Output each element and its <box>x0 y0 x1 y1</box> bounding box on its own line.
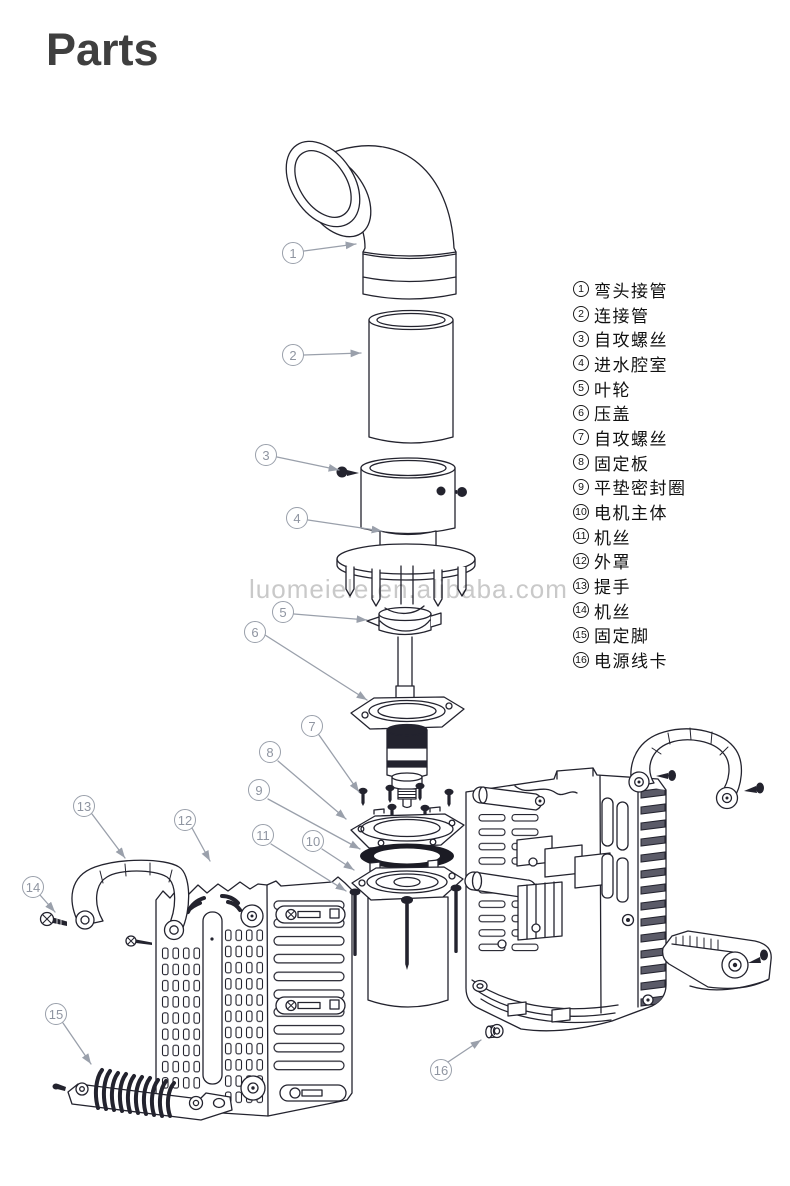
legend-item-label: 进水腔室 <box>594 355 668 375</box>
callout-16: 16 <box>430 1059 452 1081</box>
legend-item-number: 10 <box>573 503 589 520</box>
legend-item-label: 电源线卡 <box>594 652 668 672</box>
legend-item-3: 3 自攻螺丝 <box>573 326 687 351</box>
callout-11: 11 <box>252 824 274 846</box>
legend-item-number: 6 <box>573 404 589 421</box>
legend-item-1: 1 弯头接管 <box>573 277 687 302</box>
watermark: luomeiele.en.alibaba.com <box>249 574 568 604</box>
part-fixing-foot-right <box>661 930 772 991</box>
legend-item-number: 14 <box>573 602 589 619</box>
legend-item-9: 9 平垫密封圈 <box>573 475 687 500</box>
legend-item-5: 5 叶轮 <box>573 376 687 401</box>
legend-item-label: 固定板 <box>594 454 650 474</box>
legend-item-7: 7 自攻螺丝 <box>573 425 687 450</box>
part-machine-screw-14 <box>39 911 67 927</box>
legend-item-number: 2 <box>573 306 589 323</box>
legend-item-number: 7 <box>573 429 589 446</box>
legend-item-label: 机丝 <box>594 602 631 622</box>
legend-item-label: 自攻螺丝 <box>594 331 668 351</box>
callout-5: 5 <box>272 601 294 623</box>
legend-item-label: 固定脚 <box>594 627 650 647</box>
legend-item-label: 弯头接管 <box>594 281 668 301</box>
part-fixing-plate <box>350 806 465 849</box>
callout-9: 9 <box>248 779 270 801</box>
legend-item-label: 连接管 <box>594 306 650 326</box>
legend-item-label: 外罩 <box>594 553 631 573</box>
legend-item-15: 15 固定脚 <box>573 623 687 648</box>
part-inlet-chamber <box>336 457 476 607</box>
handle-screw-right-2 <box>744 782 764 794</box>
callout-6: 6 <box>244 621 266 643</box>
legend-item-10: 10 电机主体 <box>573 499 687 524</box>
callout-13: 13 <box>73 795 95 817</box>
part-tapping-screws-7 <box>358 782 454 823</box>
legend-item-number: 1 <box>573 281 589 298</box>
legend-item-16: 16 电源线卡 <box>573 647 687 672</box>
housing-louver-vents <box>639 786 666 1010</box>
legend-item-label: 自攻螺丝 <box>594 429 668 449</box>
legend-item-number: 4 <box>573 355 589 372</box>
callout-14: 14 <box>22 876 44 898</box>
legend-item-2: 2 连接管 <box>573 302 687 327</box>
legend-item-label: 叶轮 <box>594 380 631 400</box>
part-outer-cover <box>125 876 353 1117</box>
part-fixing-foot-left <box>52 1068 233 1121</box>
callout-10: 10 <box>302 830 324 852</box>
part-handle-left <box>71 859 190 941</box>
cover-front-screw <box>125 935 152 947</box>
legend-item-number: 5 <box>573 380 589 397</box>
legend-item-label: 平垫密封圈 <box>594 479 687 499</box>
legend-item-label: 压盖 <box>594 405 631 425</box>
part-cord-clip <box>485 1023 504 1039</box>
legend-item-12: 12 外罩 <box>573 549 687 574</box>
legend-item-13: 13 提手 <box>573 573 687 598</box>
part-machine-screws-11 <box>349 884 462 970</box>
legend-item-number: 8 <box>573 454 589 471</box>
foot-screw-right <box>748 949 768 963</box>
legend-item-number: 13 <box>573 577 589 594</box>
callout-2: 2 <box>282 344 304 366</box>
part-impeller <box>366 605 442 736</box>
legend-item-number: 11 <box>573 528 589 545</box>
legend-item-6: 6 压盖 <box>573 400 687 425</box>
legend-item-number: 9 <box>573 478 589 495</box>
callout-8: 8 <box>259 741 281 763</box>
callout-7: 7 <box>301 715 323 737</box>
handle-screw-right-1 <box>656 770 676 781</box>
legend-item-label: 机丝 <box>594 528 631 548</box>
legend-item-number: 3 <box>573 330 589 347</box>
callout-3: 3 <box>255 444 277 466</box>
legend-item-number: 16 <box>573 651 589 668</box>
callout-1: 1 <box>282 242 304 264</box>
part-connection-pipe <box>368 309 454 444</box>
legend-item-number: 12 <box>573 552 589 569</box>
legend-item-11: 11 机丝 <box>573 524 687 549</box>
part-handle-right <box>628 727 764 810</box>
cover-screw-slot-details <box>275 905 347 1102</box>
part-elbow-pipe <box>285 140 457 300</box>
legend-item-4: 4 进水腔室 <box>573 351 687 376</box>
callout-15: 15 <box>45 1003 67 1025</box>
parts-legend: 1 弯头接管 2 连接管 3 自攻螺丝 4 进水腔室 5 叶轮 6 压盖 7 自攻螺丝 8 固定… <box>573 277 687 672</box>
legend-item-number: 15 <box>573 626 589 643</box>
part-rotor <box>386 723 428 809</box>
callout-4: 4 <box>286 507 308 529</box>
callout-leader-lines <box>39 241 482 1065</box>
part-motor-housing-right <box>464 767 667 1032</box>
legend-item-label: 提手 <box>594 578 631 598</box>
part-press-cover <box>350 696 465 730</box>
page-title: Parts <box>46 24 159 75</box>
legend-item-14: 14 机丝 <box>573 598 687 623</box>
legend-item-label: 电机主体 <box>594 504 668 524</box>
callout-12: 12 <box>174 809 196 831</box>
legend-item-8: 8 固定板 <box>573 450 687 475</box>
